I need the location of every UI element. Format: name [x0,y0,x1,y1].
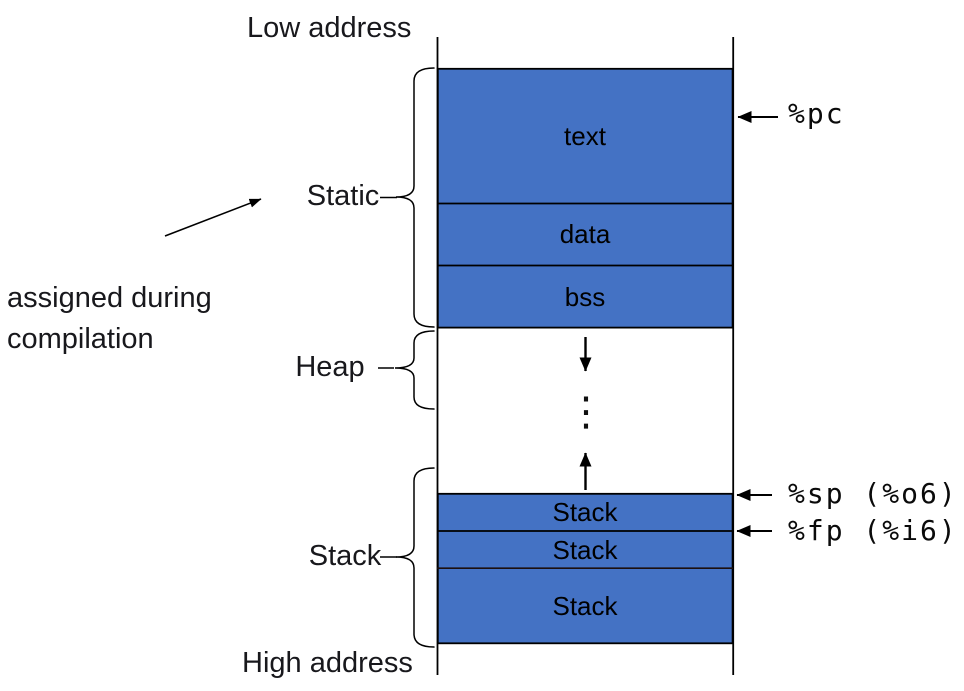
vertical-ellipsis-icon: ⋮ [566,389,606,435]
segment-stack-bottom: Stack [437,568,733,644]
heap-brace-icon [394,330,435,410]
segment-stack-top-label: Stack [552,497,618,527]
segment-stack-bottom-label: Stack [552,591,618,621]
pc-register-label: %pc [788,97,845,130]
static-brace-icon [395,67,435,328]
stack-brace-icon [395,467,435,648]
segment-data: data [437,203,733,265]
segment-stack-mid: Stack [437,531,733,568]
segment-stack-mid-label: Stack [552,534,618,565]
heap-region-label: Heap [295,351,365,384]
segment-data-label: data [559,219,611,249]
segment-stack-top: Stack [437,493,733,531]
low-address-label: Low address [247,12,412,44]
sp-register-label: %sp (%o6) [788,477,958,510]
fp-register-label: %fp (%i6) [788,514,958,547]
compilation-annotation: assigned during compilation [7,278,212,360]
annotation-line-1: assigned during [7,282,212,314]
segment-text: text [437,68,733,203]
high-address-label: High address [242,647,413,679]
annotation-arrow-icon [164,198,262,237]
segment-bss-label: bss [564,281,606,312]
segment-bss: bss [437,265,733,328]
segment-text-label: text [564,120,606,151]
static-region-label: Static [306,180,380,213]
stack-region-label: Stack [308,540,382,573]
annotation-line-2: compilation [7,323,154,355]
